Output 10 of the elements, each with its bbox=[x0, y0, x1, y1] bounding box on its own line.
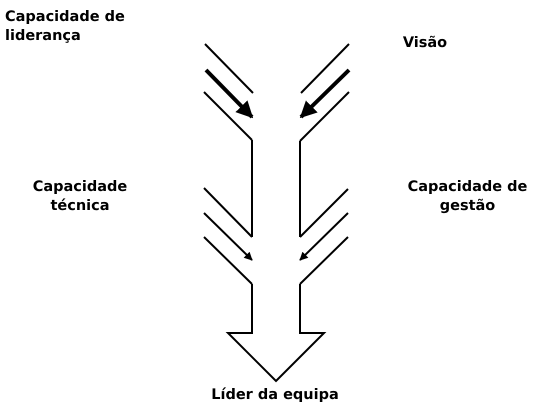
arrow bbox=[299, 212, 349, 261]
text-label: Capacidade de gestão bbox=[405, 178, 530, 216]
text-label: Capacidade técnica bbox=[20, 178, 140, 216]
arrow bbox=[203, 212, 253, 261]
text-label: Líder da equipa bbox=[185, 386, 365, 405]
arrow bbox=[300, 68, 350, 118]
arrow bbox=[204, 68, 254, 118]
channel-arrow-drawing bbox=[203, 43, 350, 382]
text-label: Capacidade de liderança bbox=[5, 8, 130, 46]
text-label: Visão bbox=[395, 34, 455, 53]
